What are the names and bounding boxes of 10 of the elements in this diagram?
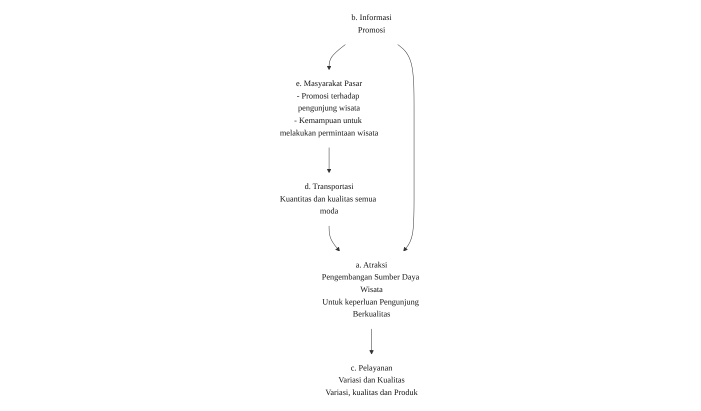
arrow — [369, 328, 374, 355]
node-text: c. Pelayanan Variasi dan Kualitas Variasi, kualitas dan Produk — [326, 364, 418, 398]
node-text: b. Informasi Promosi — [352, 13, 392, 35]
node-text: d. Transportasi Kuantitas dan kualitas semua moda — [280, 182, 376, 216]
arrow — [329, 225, 340, 252]
arrow — [326, 44, 346, 70]
arrow — [326, 147, 332, 174]
node-text: e. Masyarakat Pasar - Promosi terhadap pengunjung wisata - Kemampuan untuk melakukan permintaan wisata — [280, 79, 378, 138]
arrow — [397, 44, 414, 252]
node-text: a. Atraksi Pengembangan Sumber Daya Wisata Untuk keperluan Pengunjung Berkualitas — [322, 260, 420, 319]
